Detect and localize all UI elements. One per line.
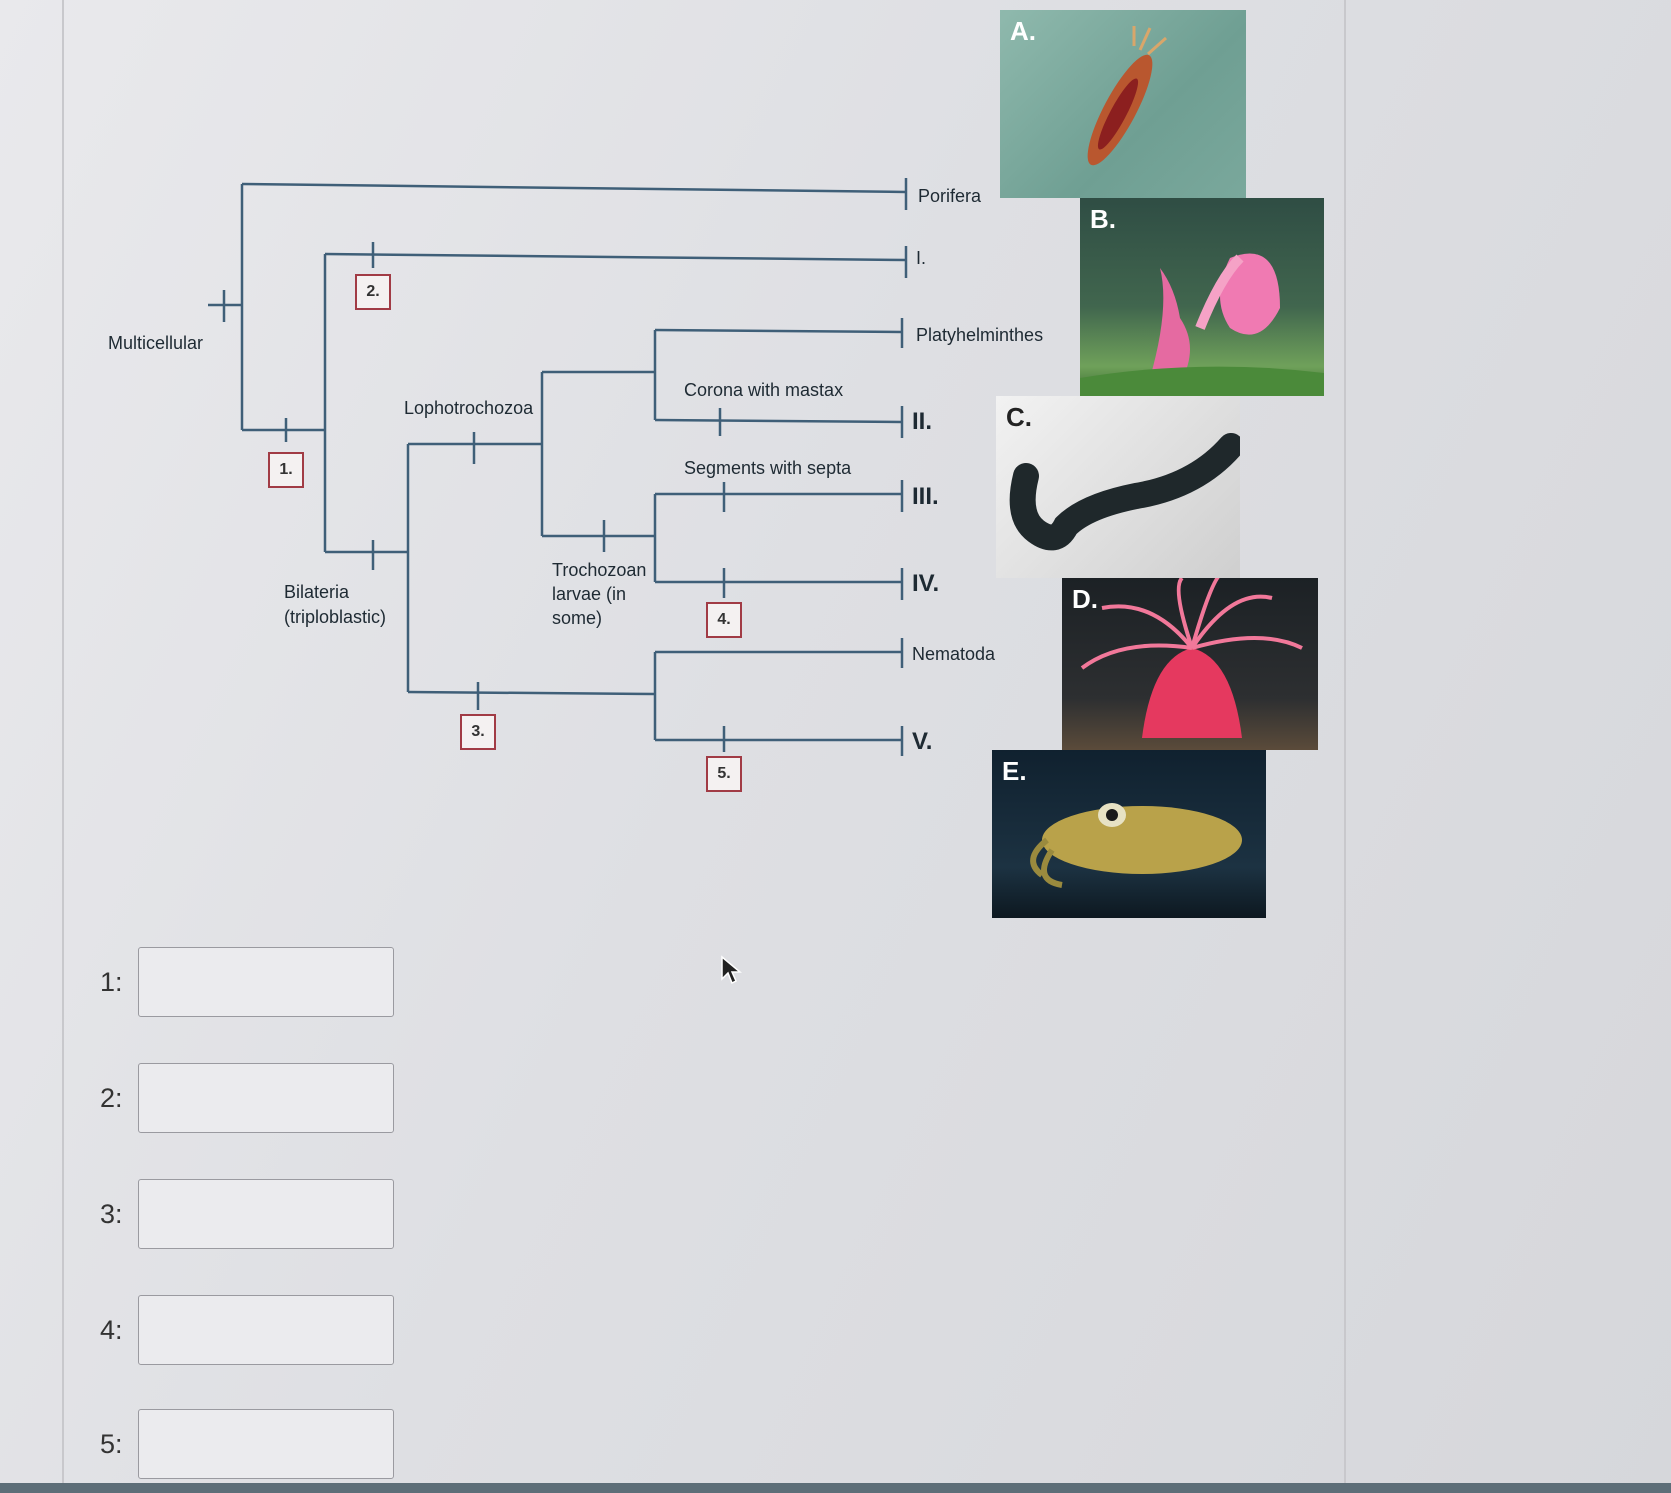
branch-ecdy xyxy=(407,690,656,696)
answer-input-5[interactable] xyxy=(138,1409,394,1479)
bilateria-label: Bilateria (triploblastic) xyxy=(284,582,387,627)
answer-label-3: 3: xyxy=(100,1198,123,1229)
taxon-platyhelminthes: Platyhelminthes xyxy=(916,325,1044,345)
bottom-bar xyxy=(0,1483,1671,1493)
photo-b-mantis: B. xyxy=(1080,198,1324,396)
anemone-image xyxy=(1080,578,1303,738)
answer-row-5: 5: xyxy=(100,1408,394,1480)
box-1: 1. xyxy=(268,452,304,488)
photo-a-tag: A. xyxy=(1010,16,1036,46)
corona-label: Corona with mastax xyxy=(684,380,844,400)
photo-e-tag: E. xyxy=(1002,756,1027,786)
taxon-porifera: Porifera xyxy=(918,186,982,206)
rotifer-image xyxy=(1087,26,1167,166)
answer-label-4: 4: xyxy=(100,1314,123,1345)
answer-input-2[interactable] xyxy=(138,1063,394,1133)
answer-row-1: 1: xyxy=(100,946,394,1018)
box-5: 5. xyxy=(706,756,742,792)
branch-II xyxy=(654,418,903,424)
answer-row-3: 3: xyxy=(100,1178,394,1250)
answer-input-3[interactable] xyxy=(138,1179,394,1249)
segments-label: Segments with septa xyxy=(684,458,852,478)
branch-I xyxy=(324,252,907,262)
box-4: 4. xyxy=(706,602,742,638)
branch-porifera xyxy=(241,182,907,194)
answer-label-1: 1: xyxy=(100,966,123,997)
photo-a-rotifer: A. xyxy=(1000,10,1246,198)
taxon-nematoda: Nematoda xyxy=(912,644,996,664)
taxon-IV: IV. xyxy=(912,570,940,597)
taxon-III: III. xyxy=(912,483,939,510)
answer-label-2: 2: xyxy=(100,1082,123,1113)
answer-row-2: 2: xyxy=(100,1062,394,1134)
taxon-V: V. xyxy=(912,728,933,755)
answer-input-1[interactable] xyxy=(138,947,394,1017)
lophotrochozoa-label: Lophotrochozoa xyxy=(404,398,534,418)
tick-multicellular xyxy=(208,290,242,322)
photo-d-tag: D. xyxy=(1072,584,1098,614)
multicellular-label: Multicellular xyxy=(108,333,204,353)
cuttlefish-image xyxy=(1030,803,1242,888)
mantis-image xyxy=(1080,253,1324,396)
photo-e-cuttlefish: E. xyxy=(992,750,1266,918)
page-right-border xyxy=(1344,0,1346,1483)
box-2: 2. xyxy=(355,274,391,310)
page-left-border xyxy=(62,0,64,1483)
answer-label-5: 5: xyxy=(100,1428,123,1459)
mouse-cursor-icon xyxy=(721,955,742,985)
photo-b-tag: B. xyxy=(1090,204,1116,234)
leech-image xyxy=(1009,433,1240,551)
photo-c-tag: C. xyxy=(1006,402,1032,432)
taxon-I: I. xyxy=(916,248,927,268)
trochozoan-label: Trochozoan larvae (in some) xyxy=(552,560,647,628)
box-3: 3. xyxy=(460,714,496,750)
photo-d-anemone: D. xyxy=(1062,578,1318,750)
answer-input-4[interactable] xyxy=(138,1295,394,1365)
taxon-II: II. xyxy=(912,408,933,435)
branch-platy xyxy=(654,328,903,334)
photo-c-leech: C. xyxy=(996,396,1240,578)
answer-row-4: 4: xyxy=(100,1294,394,1366)
